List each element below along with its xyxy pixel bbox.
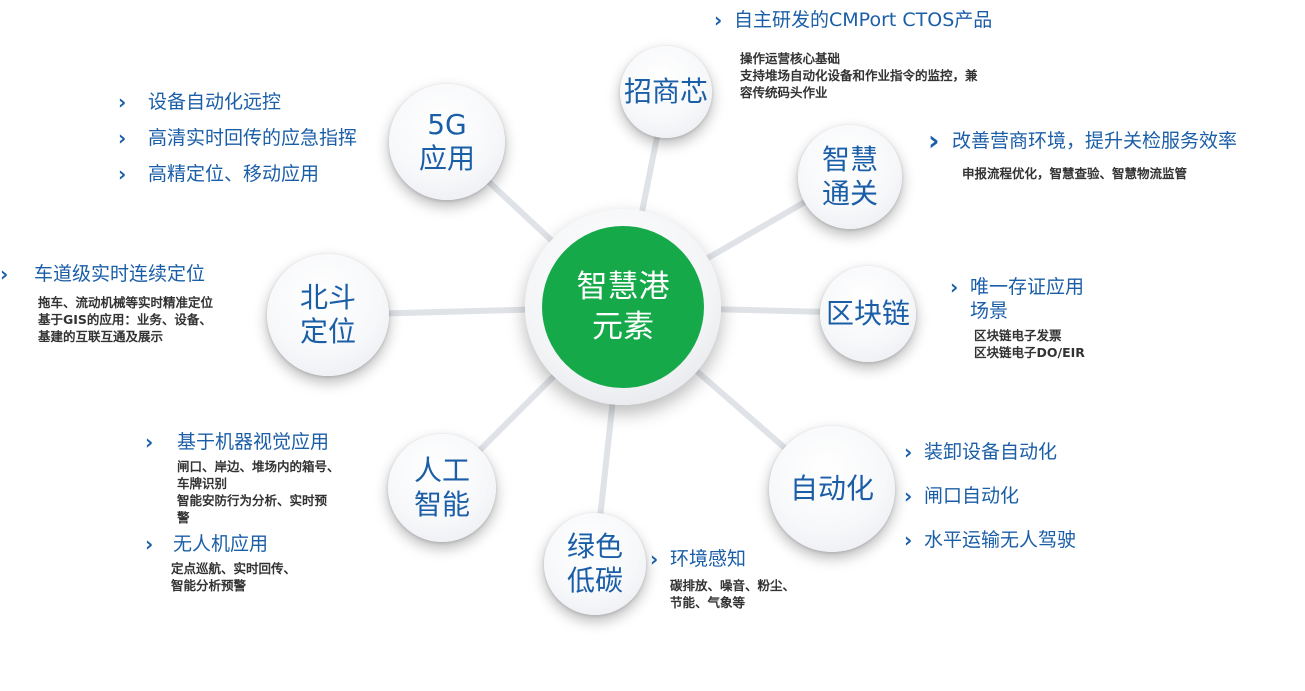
block-tongguan: › 改善营商环境，提升关检服务效率 申报流程优化，智慧查验、智慧物流监管 — [928, 124, 1238, 182]
block-zhaoshangxin-details: 操作运营核心基础 支持堆场自动化设备和作业指令的监控，兼 容传统码头作业 — [740, 50, 992, 101]
block-rengong-head1: › 基于机器视觉应用 — [145, 430, 340, 454]
block-qukuailian-head-line2: 场景 — [970, 300, 1009, 322]
chevron-right-icon: › — [714, 8, 723, 32]
node-tongguan: 智慧 通关 — [798, 125, 902, 229]
node-rengong: 人工 智能 — [388, 434, 496, 542]
item-text: 高清实时回传的应急指挥 — [148, 127, 358, 149]
block-rengong-head2-text: 无人机应用 — [173, 533, 269, 555]
block-tongguan-details: 申报流程优化，智慧查验、智慧物流监管 — [962, 165, 1237, 182]
item-text: 闸口自动化 — [924, 485, 1020, 507]
block-rengong-head1-text: 基于机器视觉应用 — [177, 431, 330, 453]
block-zhaoshangxin-head: › 自主研发的CMPort CTOS产品 — [714, 8, 992, 32]
center-node-inner: 智慧港 元素 — [542, 226, 704, 388]
chevron-right-icon: › — [145, 532, 154, 556]
list-item: › 装卸设备自动化 — [904, 430, 1076, 474]
chevron-right-icon: › — [904, 484, 913, 508]
block-beidou-head: › 车道级实时连续定位 — [0, 262, 213, 286]
block-g5: › 设备自动化远控 › 高清实时回传的应急指挥 › 高精定位、移动应用 — [118, 84, 357, 192]
block-beidou-details: 拖车、流动机械等实时精准定位 基于GIS的应用：业务、设备、 基建的互联互通及展… — [38, 294, 213, 345]
node-tongguan-label: 智慧 通关 — [821, 143, 878, 210]
detail-line: 车牌识别 — [177, 476, 228, 491]
detail-line: 闸口、岸边、堆场内的箱号、 — [177, 459, 340, 474]
chevron-right-icon: › — [904, 528, 913, 552]
chevron-right-icon: › — [145, 430, 154, 454]
center-node: 智慧港 元素 — [525, 209, 721, 405]
chevron-right-icon: › — [118, 90, 127, 114]
detail-line: 容传统码头作业 — [740, 85, 828, 100]
node-zidonghua: 自动化 — [769, 426, 895, 552]
block-tongguan-head: › 改善营商环境，提升关检服务效率 — [928, 124, 1238, 157]
node-rengong-label: 人工 智能 — [413, 454, 470, 521]
chevron-right-icon: › — [650, 547, 659, 571]
chevron-right-icon: › — [904, 440, 913, 464]
detail-line: 基于GIS的应用：业务、设备、 — [38, 312, 212, 327]
node-beidou-label: 北斗 定位 — [299, 281, 356, 348]
node-zhaoshangxin-label: 招商芯 — [623, 75, 708, 108]
block-qukuailian-details: 区块链电子发票 区块链电子DO/EIR — [974, 327, 1085, 361]
chevron-right-icon: › — [950, 275, 959, 299]
detail-line: 区块链电子DO/EIR — [974, 345, 1085, 360]
node-zidonghua-label: 自动化 — [789, 472, 874, 505]
node-lvse-label: 绿色 低碳 — [566, 530, 623, 597]
block-zhaoshangxin-head-text: 自主研发的CMPort CTOS产品 — [734, 9, 993, 31]
block-beidou-head-text: 车道级实时连续定位 — [34, 263, 206, 285]
detail-line: 操作运营核心基础 — [740, 51, 841, 66]
list-item: › 闸口自动化 — [904, 474, 1076, 518]
center-label: 智慧港 元素 — [576, 269, 670, 345]
node-qukuailian: 区块链 — [820, 266, 916, 362]
block-rengong-details2: 定点巡航、实时回传、 智能分析预警 — [171, 560, 340, 594]
item-text: 高精定位、移动应用 — [148, 163, 320, 185]
detail-line: 申报流程优化，智慧查验、智慧物流监管 — [962, 166, 1188, 181]
list-item: › 设备自动化远控 — [118, 84, 357, 120]
detail-line: 智能分析预警 — [171, 578, 247, 593]
node-g5: 5G 应用 — [389, 84, 505, 200]
detail-line: 基建的互联互通及展示 — [38, 329, 164, 344]
detail-line: 智能安防行为分析、实时预 — [177, 493, 328, 508]
detail-line: 碳排放、噪音、粉尘、 — [670, 578, 796, 593]
block-qukuailian-head: › 唯一存证应用 — [950, 275, 1085, 299]
list-item: › 高精定位、移动应用 — [118, 156, 357, 192]
block-beidou: › 车道级实时连续定位 拖车、流动机械等实时精准定位 基于GIS的应用：业务、设… — [0, 262, 213, 345]
node-qukuailian-label: 区块链 — [825, 297, 910, 330]
block-zhaoshangxin: › 自主研发的CMPort CTOS产品 操作运营核心基础 支持堆场自动化设备和… — [714, 8, 992, 101]
block-rengong-head2: › 无人机应用 — [145, 532, 340, 556]
detail-line: 节能、气象等 — [670, 595, 746, 610]
chevron-right-icon: › — [928, 124, 940, 157]
block-lvse-details: 碳排放、噪音、粉尘、 节能、气象等 — [670, 577, 795, 611]
block-rengong-details1: 闸口、岸边、堆场内的箱号、 车牌识别 智能安防行为分析、实时预 警 — [177, 458, 340, 526]
node-lvse: 绿色 低碳 — [544, 513, 646, 615]
item-text: 装卸设备自动化 — [924, 441, 1058, 463]
block-lvse: › 环境感知 碳排放、噪音、粉尘、 节能、气象等 — [650, 547, 795, 611]
detail-line: 定点巡航、实时回传、 — [171, 561, 297, 576]
block-lvse-head-text: 环境感知 — [670, 548, 747, 570]
node-beidou: 北斗 定位 — [267, 254, 389, 376]
block-qukuailian-head-line1: 唯一存证应用 — [970, 276, 1085, 298]
block-zidonghua: › 装卸设备自动化 › 闸口自动化 › 水平运输无人驾驶 — [904, 430, 1076, 562]
item-text: 设备自动化远控 — [148, 91, 282, 113]
item-text: 水平运输无人驾驶 — [924, 529, 1077, 551]
chevron-right-icon: › — [0, 262, 9, 286]
detail-line: 区块链电子发票 — [974, 328, 1062, 343]
block-rengong: › 基于机器视觉应用 闸口、岸边、堆场内的箱号、 车牌识别 智能安防行为分析、实… — [145, 430, 340, 594]
node-g5-label: 5G 应用 — [418, 108, 475, 175]
detail-line: 拖车、流动机械等实时精准定位 — [38, 295, 214, 310]
block-lvse-head: › 环境感知 — [650, 547, 795, 571]
block-qukuailian: › 唯一存证应用 场景 区块链电子发票 区块链电子DO/EIR — [950, 275, 1085, 361]
list-item: › 水平运输无人驾驶 — [904, 518, 1076, 562]
list-item: › 高清实时回传的应急指挥 — [118, 120, 357, 156]
block-qukuailian-head-cont: 场景 — [970, 299, 1085, 323]
block-tongguan-head-text: 改善营商环境，提升关检服务效率 — [952, 130, 1238, 152]
chevron-right-icon: › — [118, 126, 127, 150]
detail-line: 警 — [177, 510, 190, 525]
detail-line: 支持堆场自动化设备和作业指令的监控，兼 — [740, 68, 978, 83]
chevron-right-icon: › — [118, 162, 127, 186]
node-zhaoshangxin: 招商芯 — [620, 46, 712, 138]
